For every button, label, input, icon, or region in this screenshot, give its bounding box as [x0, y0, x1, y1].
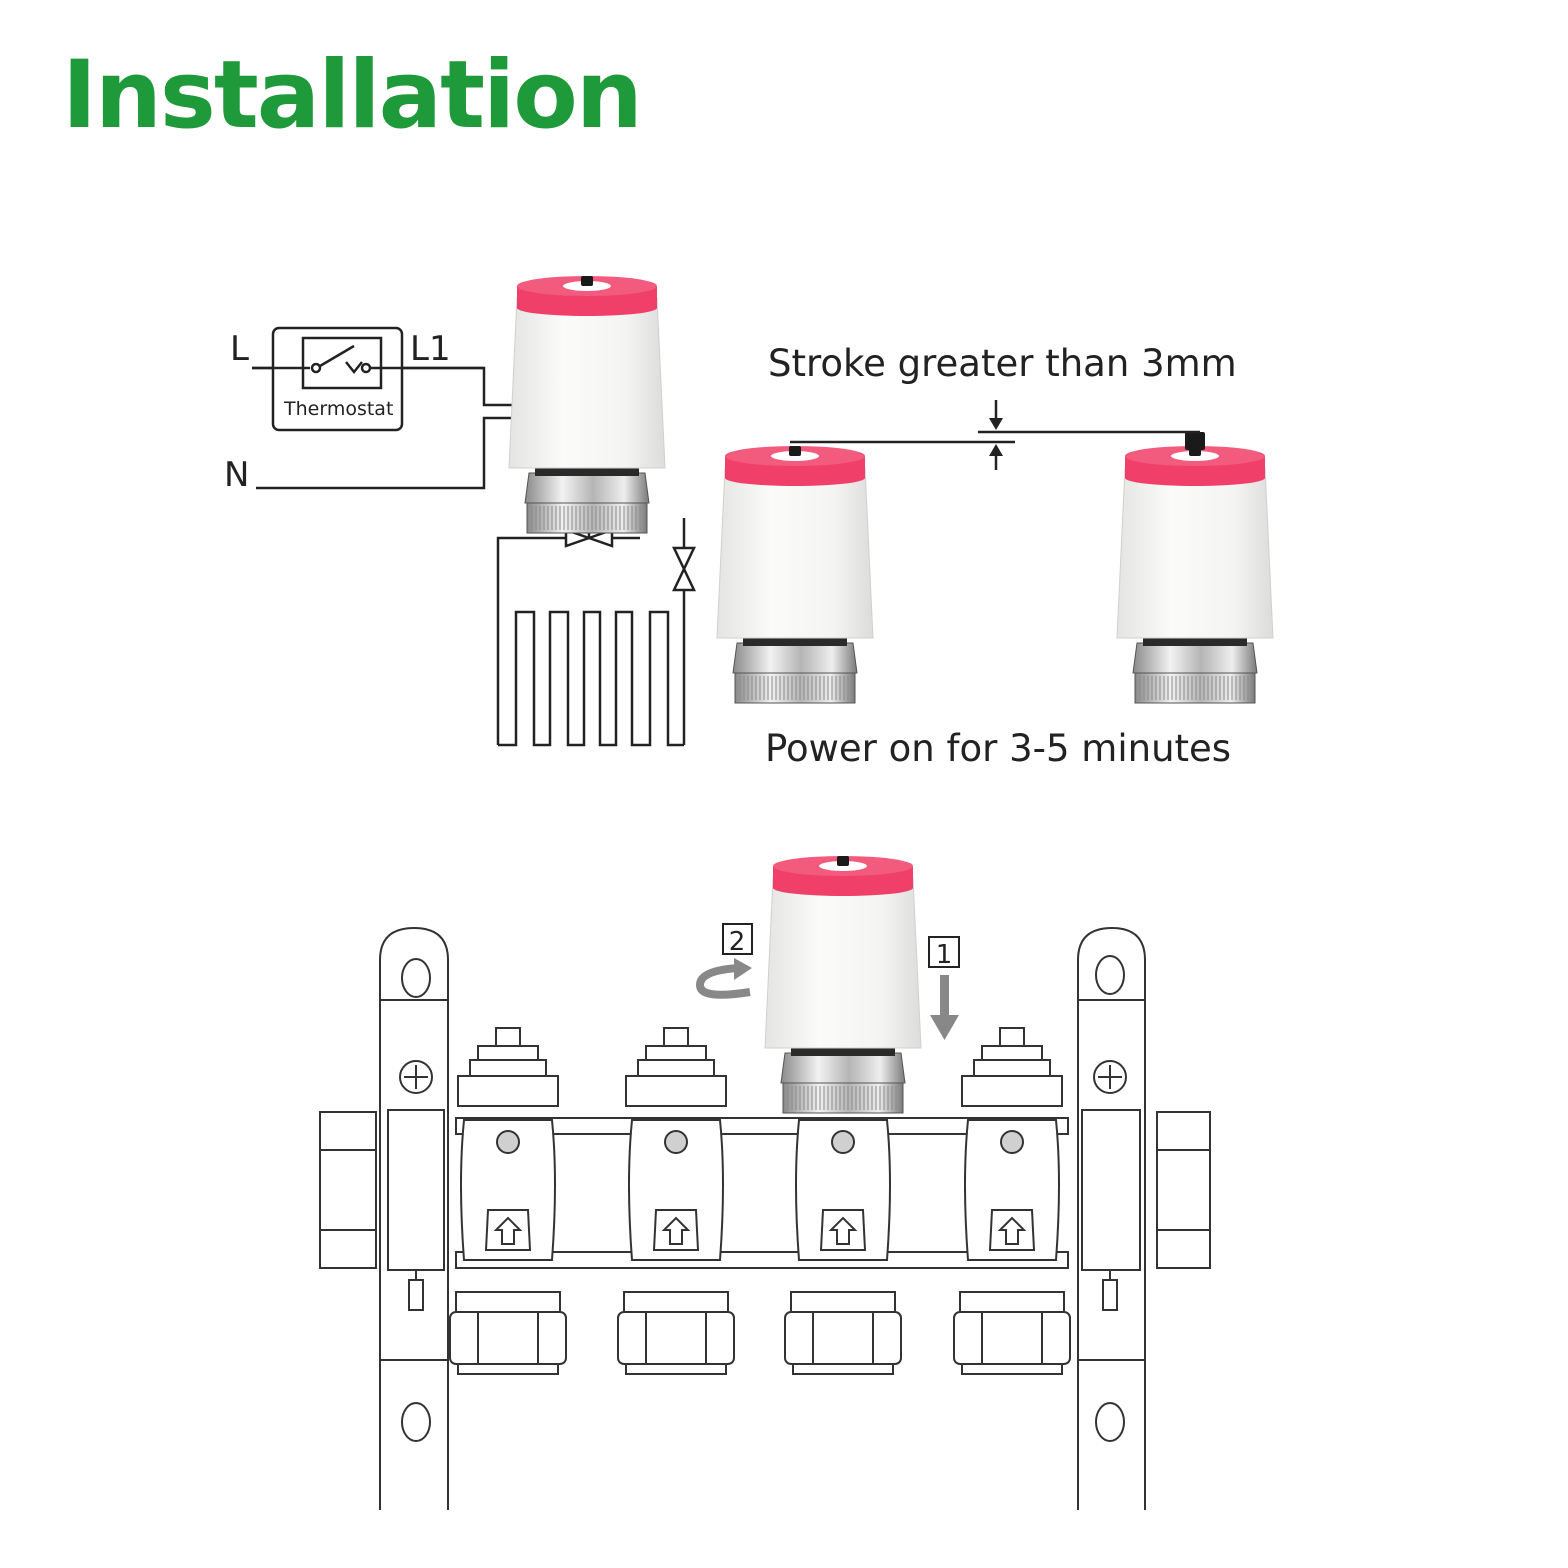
- svg-text:1: 1: [936, 940, 953, 970]
- stroke-caption: Stroke greater than 3mm: [768, 342, 1237, 385]
- step-1-badge: 1: [928, 936, 960, 970]
- page-title: Installation: [62, 41, 643, 150]
- actuator-wiring: [508, 275, 666, 534]
- wiring-schematic: [252, 326, 696, 747]
- thermostat-label: Thermostat: [283, 398, 393, 420]
- line-label: L: [230, 329, 249, 369]
- stroke-dimension: [790, 400, 1200, 470]
- neutral-label: N: [224, 455, 249, 495]
- actuator-manifold: [764, 855, 922, 1114]
- manifold: [319, 926, 1211, 1510]
- svg-text:2: 2: [729, 927, 746, 957]
- down-arrow-icon: [930, 975, 959, 1040]
- step-2-badge: 2: [722, 923, 753, 957]
- actuator-extended: [1116, 432, 1274, 704]
- load-label: L1: [410, 329, 451, 369]
- rotate-arrow-icon: [695, 958, 752, 999]
- manifold-valves: [449, 1027, 1071, 1375]
- actuator-retracted: [716, 445, 874, 704]
- power-caption: Power on for 3-5 minutes: [765, 727, 1232, 770]
